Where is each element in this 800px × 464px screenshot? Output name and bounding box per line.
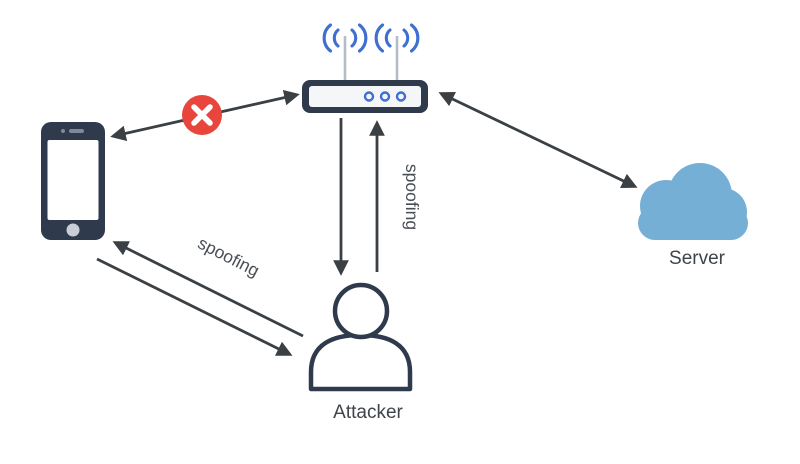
wifi-arc	[409, 23, 420, 53]
blocked-x-icon	[182, 95, 222, 135]
arrow-attacker-to-phone	[112, 241, 304, 338]
phone-home-button	[66, 223, 80, 237]
wifi-arc	[350, 28, 358, 48]
cloud-base	[638, 206, 748, 240]
server-label: Server	[669, 248, 726, 269]
wifi-signal-icon	[374, 23, 420, 53]
spoofing-label-diagonal: spoofing	[195, 233, 263, 281]
wifi-arc	[402, 28, 410, 48]
attacker-person-icon	[308, 282, 413, 392]
wifi-router-icon	[302, 23, 428, 113]
phone-screen	[47, 140, 99, 220]
spoofing-label-vertical: spoofing	[402, 164, 422, 230]
router-led	[379, 91, 391, 102]
wifi-arc	[332, 28, 340, 48]
arrow-router-server	[438, 92, 638, 188]
wifi-arc	[384, 28, 392, 48]
wifi-signal-icon	[322, 23, 368, 53]
phone-camera-dot	[61, 129, 65, 133]
router-led	[363, 91, 375, 102]
wifi-arc	[374, 23, 385, 53]
wifi-arc	[322, 23, 333, 53]
phone-speaker	[69, 129, 84, 133]
attacker-body	[308, 332, 413, 392]
attacker-head	[332, 282, 390, 340]
cloud-server-icon	[638, 163, 748, 240]
blocked-cross	[191, 104, 213, 126]
router-led	[395, 91, 407, 102]
wifi-arc	[357, 23, 368, 53]
smartphone-icon	[41, 122, 105, 240]
arrow-phone-to-attacker	[96, 257, 293, 356]
attacker-label: Attacker	[333, 402, 403, 423]
